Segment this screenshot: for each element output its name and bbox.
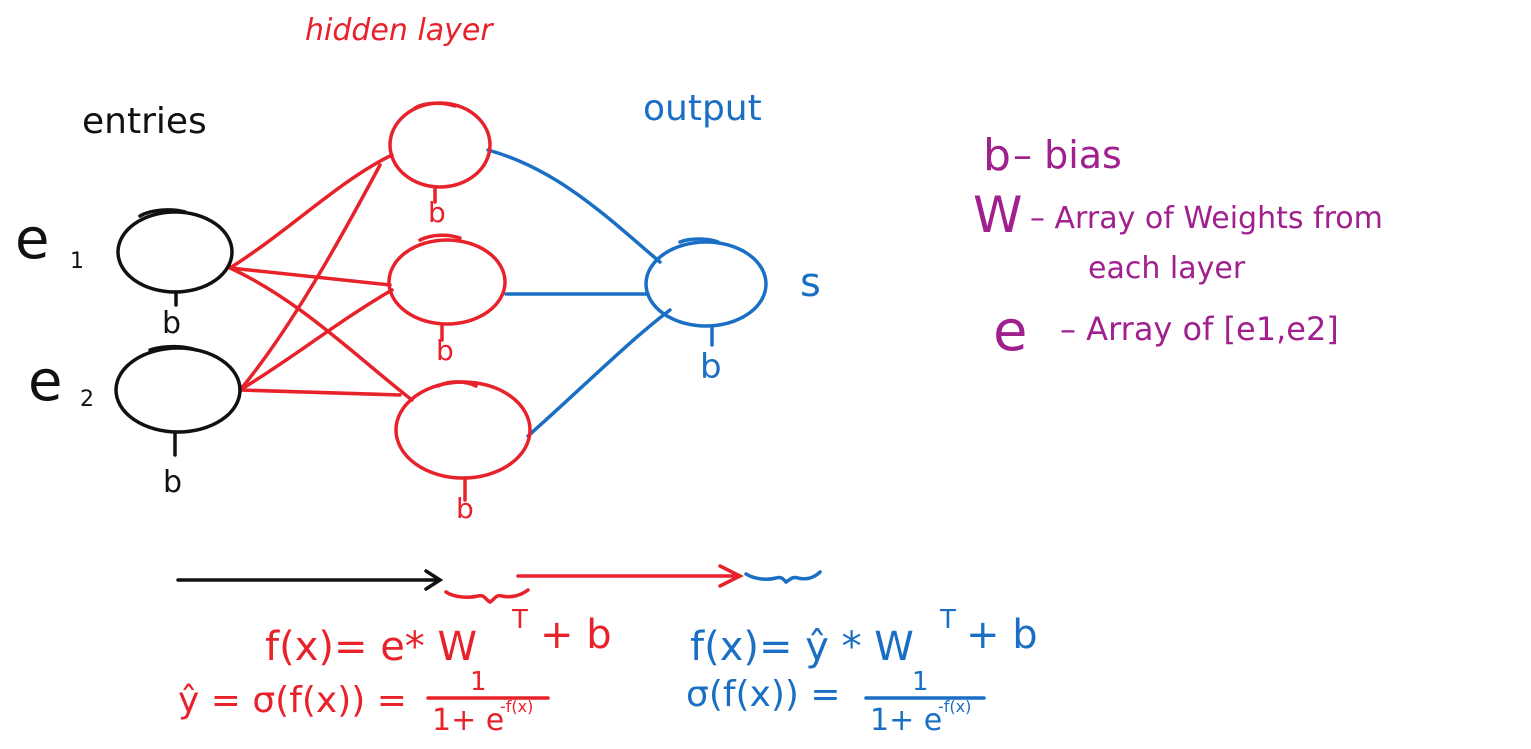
legend-entries-symbol: e bbox=[993, 299, 1027, 364]
bias-label-e1: b bbox=[162, 306, 181, 341]
hidden-yhat-lhs: ŷ = σ(f(x)) = bbox=[178, 680, 407, 721]
edge-e2-h2 bbox=[238, 288, 394, 392]
legend-entries-text: – Array of [e1,e2] bbox=[1060, 310, 1339, 348]
output-title: output bbox=[643, 88, 762, 129]
bias-label-h3: b bbox=[456, 492, 474, 525]
input-node-2 bbox=[114, 344, 242, 457]
hidden-fx: f(x)= e* W bbox=[265, 624, 477, 670]
legend-bias-symbol: b bbox=[983, 130, 1011, 181]
input-1-label: e bbox=[15, 207, 49, 272]
hidden-brace bbox=[444, 588, 530, 604]
output-frac-den: 1+ e bbox=[870, 703, 942, 738]
hidden-fx-superscript: T bbox=[511, 605, 528, 635]
hidden-frac-den: 1+ e bbox=[432, 703, 504, 738]
legend-weights-text-2: each layer bbox=[1088, 251, 1246, 286]
edge-e2-h3 bbox=[238, 388, 402, 397]
hidden-node-2 bbox=[387, 233, 507, 342]
bias-label-h1: b bbox=[428, 196, 446, 229]
hidden-frac-num: 1 bbox=[470, 667, 487, 697]
output-brace bbox=[744, 570, 822, 585]
hidden-fx-tail: + b bbox=[540, 612, 612, 658]
hidden-layer-title: hidden layer bbox=[305, 13, 494, 48]
output-node bbox=[644, 237, 768, 347]
output-frac-num: 1 bbox=[912, 667, 929, 697]
legend: b – bias W – Array of Weights from each … bbox=[973, 130, 1383, 364]
output-node-label: s bbox=[800, 260, 821, 306]
bias-label-e2: b bbox=[163, 465, 182, 500]
hidden-output-edges bbox=[486, 148, 672, 438]
edge-e2-h1 bbox=[238, 163, 382, 392]
input-2-label: e bbox=[28, 349, 62, 414]
output-sigma-lhs: σ(f(x)) = bbox=[686, 674, 841, 715]
hidden-frac-exp: -f(x) bbox=[500, 697, 533, 716]
output-frac-exp: -f(x) bbox=[938, 697, 971, 716]
flow-arrows bbox=[176, 564, 822, 604]
input-1-subscript: 1 bbox=[70, 249, 84, 274]
output-formulas: f(x)= ŷ * W T + b σ(f(x)) = 1 1+ e -f(x) bbox=[686, 605, 1038, 738]
bias-label-h2: b bbox=[436, 334, 454, 367]
output-fx-tail: + b bbox=[966, 612, 1038, 658]
output-fx: f(x)= ŷ * W bbox=[690, 624, 914, 670]
entries-title: entries bbox=[82, 101, 207, 142]
hidden-formulas: f(x)= e* W T + b ŷ = σ(f(x)) = 1 1+ e -f… bbox=[178, 605, 612, 738]
legend-bias-text: – bias bbox=[1013, 133, 1122, 177]
edge-h1-s bbox=[486, 148, 662, 264]
input-node-1 bbox=[116, 208, 234, 307]
edge-e1-h1 bbox=[228, 153, 394, 270]
input-2-subscript: 2 bbox=[80, 387, 94, 412]
output-fx-superscript: T bbox=[939, 605, 956, 635]
hidden-node-3 bbox=[394, 380, 532, 502]
hidden-node-1 bbox=[388, 101, 492, 204]
legend-weights-symbol: W bbox=[973, 186, 1022, 244]
input-hidden-edges bbox=[228, 153, 414, 402]
bias-label-s: b bbox=[700, 347, 722, 387]
edge-e1-h2 bbox=[228, 266, 392, 287]
legend-weights-text-1: – Array of Weights from bbox=[1030, 201, 1383, 236]
edge-h3-s bbox=[526, 308, 672, 438]
